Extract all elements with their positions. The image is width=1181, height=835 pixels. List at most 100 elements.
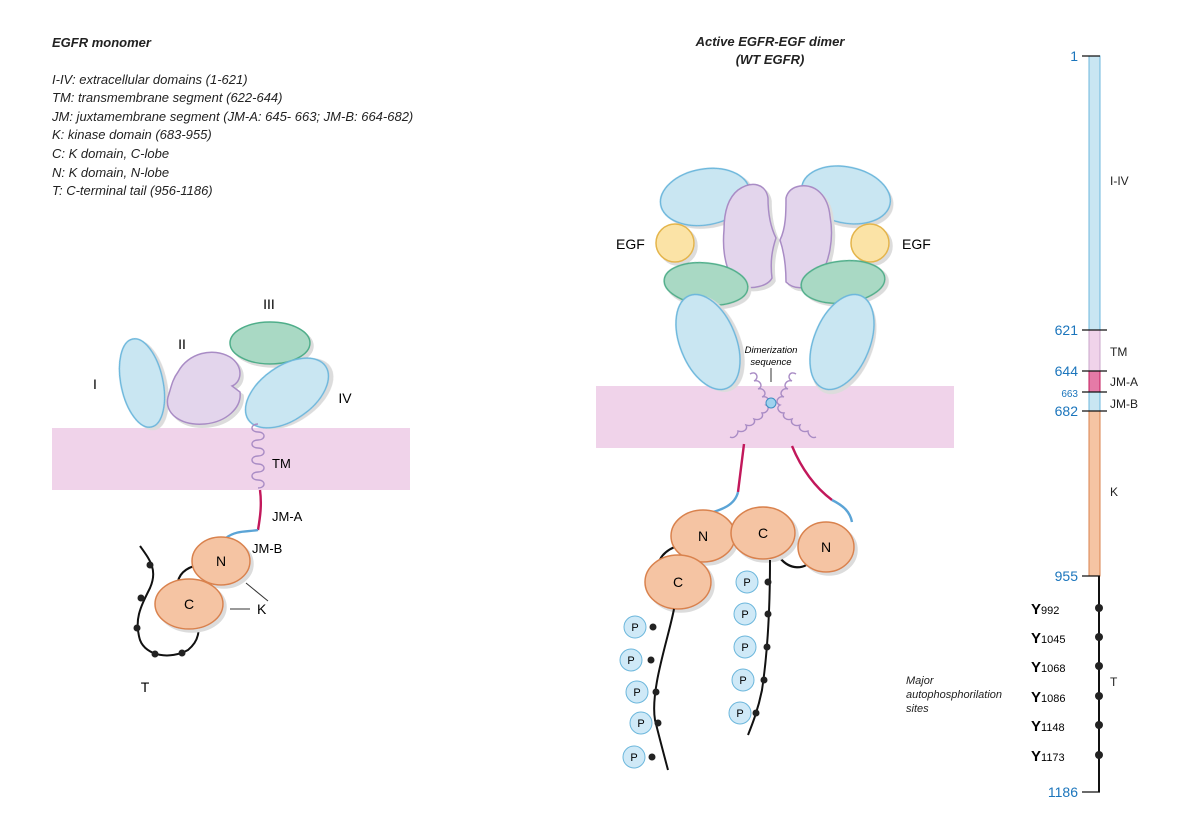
- label-dimer-c-mid: C: [758, 525, 768, 541]
- phospho-label: P: [633, 687, 640, 699]
- bar-segment-label: TM: [1110, 345, 1127, 359]
- sites-note-line: autophosphorilation: [906, 689, 1002, 701]
- dimer-domain-IV-right: [809, 293, 875, 391]
- monomer-n-lobe: [191, 536, 251, 586]
- dimerization-site: [765, 397, 777, 409]
- bar-segment-label: K: [1110, 485, 1118, 499]
- domain-bar: 1 621 644 663 682 955 1186 I-IV TM JM-A …: [906, 48, 1138, 800]
- bar-tick-label: 644: [1055, 363, 1079, 379]
- site-label: Y1086: [1031, 689, 1066, 706]
- monomer-phospho-site: [178, 649, 186, 657]
- label-jm-b: JM-B: [252, 541, 282, 556]
- dimer-c-lobe-left: [644, 554, 712, 610]
- phosphate-bubble: [629, 711, 653, 735]
- monomer-jm-a: [256, 489, 263, 531]
- tail-site: [654, 719, 662, 727]
- phospho-label: P: [741, 642, 748, 654]
- site-label: Y1068: [1031, 659, 1066, 676]
- phosphate-bubble: [622, 745, 646, 769]
- legend-line: JM: juxtamembrane segment (JM-A: 645- 66…: [52, 108, 414, 124]
- phosphate-bubble: [625, 680, 649, 704]
- label-t: T: [141, 679, 150, 695]
- dimer-jm-b-right: [831, 498, 854, 523]
- phospho-label: P: [741, 609, 748, 621]
- site-label: Y1173: [1031, 748, 1065, 765]
- phospho-label: P: [631, 622, 638, 634]
- site-dot: [1095, 604, 1103, 612]
- bar-tick-label: 1186: [1048, 784, 1078, 800]
- dimer-title-line1: Active EGFR-EGF dimer: [695, 34, 845, 49]
- dimer-domain-II-left: [722, 183, 777, 289]
- phosphate-bubble: [731, 668, 755, 692]
- phosphate-bubble: [728, 701, 752, 725]
- label-domain-II: II: [178, 336, 186, 352]
- label-c-lobe: C: [184, 596, 194, 612]
- site-label: Y992: [1031, 601, 1059, 618]
- label-dimerization-2: sequence: [750, 357, 791, 368]
- monomer-c-lobe: [154, 578, 224, 630]
- sites-note-line: Major: [906, 675, 935, 687]
- site-label: Y1148: [1031, 718, 1065, 735]
- domain-I: [118, 338, 166, 428]
- phospho-label: P: [736, 708, 743, 720]
- dimer-title-line2: (WT EGFR): [735, 52, 805, 67]
- monomer-phospho-site: [133, 624, 141, 632]
- tail-site: [752, 709, 760, 717]
- label-domain-III: III: [263, 296, 275, 312]
- monomer-tail: [136, 545, 200, 657]
- dimer-title: Active EGFR-EGF dimer (WT EGFR): [670, 33, 870, 69]
- label-jm-a: JM-A: [272, 509, 303, 524]
- tail-site: [764, 578, 772, 586]
- site-dot: [1095, 692, 1103, 700]
- domain-II: [166, 351, 241, 425]
- legend-line: T: C-terminal tail (956-1186): [52, 183, 213, 199]
- bar-segment-kinase: [1088, 410, 1101, 577]
- monomer-tm-helix: [251, 423, 265, 489]
- legend-line: I-IV: extracellular domains (1-621): [52, 71, 248, 87]
- dimer-n-lobe-right: [797, 521, 855, 573]
- site-dot: [1095, 662, 1103, 670]
- site-dot: [1095, 633, 1103, 641]
- bar-tick-label: 1: [1070, 48, 1078, 64]
- legend: EGFR monomer I-IV: extracellular domains…: [52, 34, 413, 201]
- tail-site: [652, 688, 660, 696]
- bar-segment-label: T: [1110, 675, 1118, 689]
- legend-title: EGFR monomer: [52, 35, 151, 50]
- label-k: K: [257, 601, 267, 617]
- phosphate-bubble: [619, 648, 643, 672]
- label-domain-IV: IV: [338, 390, 352, 406]
- tail-site: [647, 656, 655, 664]
- phospho-label: P: [630, 752, 637, 764]
- legend-line: TM: transmembrane segment (622-644): [52, 90, 283, 106]
- legend-line: K: kinase domain (683-955): [52, 127, 212, 143]
- label-domain-I: I: [93, 376, 97, 392]
- phospho-label: P: [627, 655, 634, 667]
- domain-III: [229, 321, 311, 365]
- dimer-domain-IV-left: [675, 293, 741, 391]
- egfr-dimer: EGF EGF Dimerization sequence N C N C P …: [596, 165, 954, 771]
- phosphate-bubble: [623, 615, 647, 639]
- dimer-phospho-left: [619, 615, 662, 769]
- label-n-lobe: N: [216, 553, 226, 569]
- dimer-tm-helix-left: [729, 372, 770, 439]
- phospho-label: P: [637, 718, 644, 730]
- tail-site: [649, 623, 657, 631]
- bar-tick-label: 663: [1061, 389, 1078, 400]
- monomer-phospho-site: [146, 561, 154, 569]
- site-dot: [1095, 751, 1103, 759]
- bar-tick-label: 682: [1055, 403, 1079, 419]
- label-tm: TM: [272, 456, 291, 471]
- autophosphorylation-sites: Y992 Y1045 Y1068 Y1086 Y1148 Y1173: [1031, 601, 1103, 765]
- bar-segment-extracellular: [1088, 55, 1101, 331]
- dimer-tail-left: [653, 608, 675, 771]
- monomer-jm-b: [225, 528, 259, 539]
- dimer-tm-helix-right: [776, 372, 817, 439]
- phosphate-bubble: [735, 570, 759, 594]
- monomer-phospho-site: [151, 650, 159, 658]
- bar-tick-label: 955: [1055, 568, 1079, 584]
- dimer-jm-a-left: [736, 443, 746, 493]
- monomer-membrane: [52, 428, 410, 490]
- egfr-monomer: I II III IV TM JM-A JM-B N C K T: [52, 296, 410, 695]
- legend-line: C: K domain, C-lobe: [52, 145, 170, 161]
